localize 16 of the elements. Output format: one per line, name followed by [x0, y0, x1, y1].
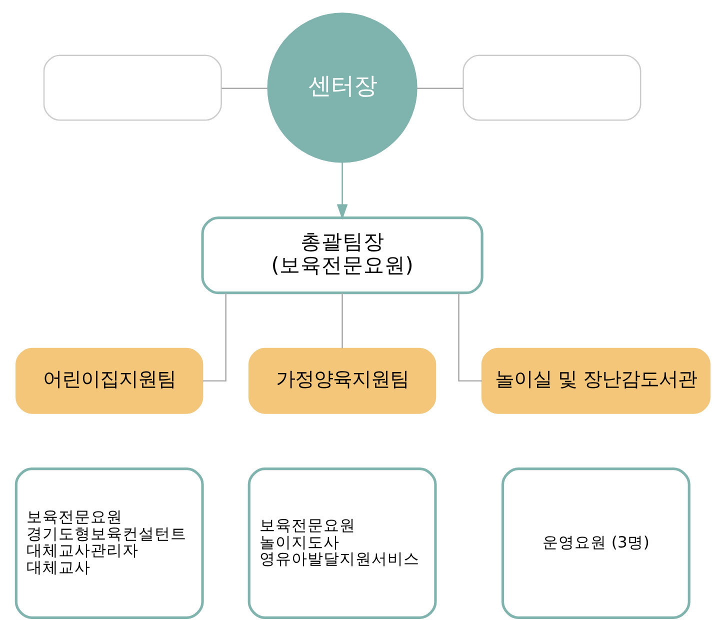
- node-box: 놀이실 및 장난감도서관: [480, 348, 710, 414]
- connector: [221, 88, 268, 90]
- node-box: [42, 54, 222, 121]
- node-box: [462, 54, 641, 121]
- node-box: 보육전문요원 경기도형보육컨설턴트 대체교사관리자 대체교사: [14, 468, 204, 619]
- node-box: 운영요원 (3명): [500, 468, 690, 619]
- connector: [458, 292, 482, 382]
- connector: [416, 88, 462, 90]
- node-box: 총괄팀장 (보육전문요원): [200, 216, 483, 294]
- node-circle: 센터장: [266, 12, 417, 163]
- node-box: 가정양육지원팀: [248, 348, 436, 414]
- arrow: [336, 162, 348, 220]
- connector: [202, 292, 226, 382]
- connector: [341, 292, 342, 348]
- node-box: 어린이집지원팀: [15, 348, 203, 414]
- node-box: 보육전문요원 놀이지도사 영유아발달지원서비스: [247, 468, 436, 619]
